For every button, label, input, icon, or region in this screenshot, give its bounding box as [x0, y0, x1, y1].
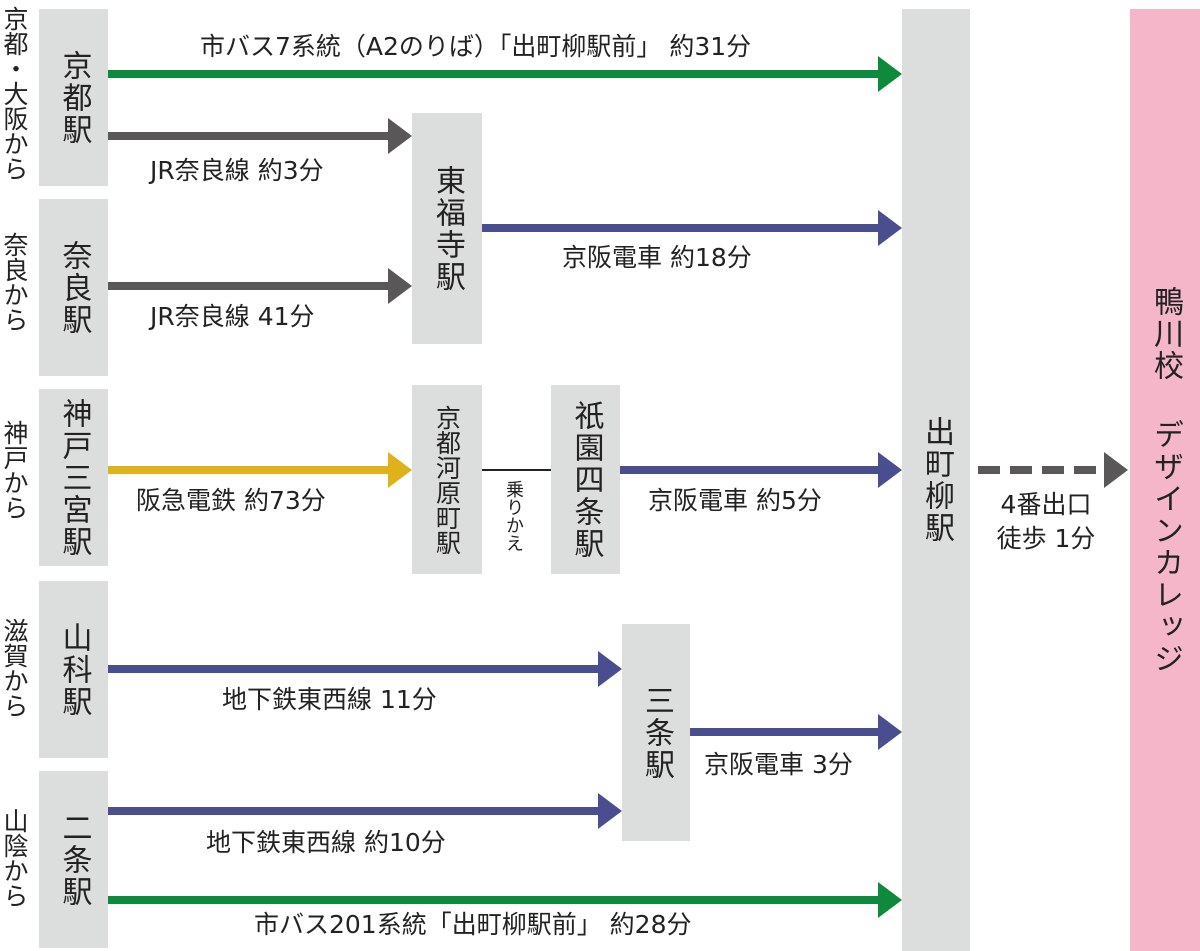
route-label-shiga-subway: 地下鉄東西線 11分	[222, 685, 437, 714]
walk-exit-label: 4番出口	[1000, 490, 1092, 519]
region-label-kobe: 神戸から	[0, 420, 29, 520]
region-label-nara: 奈良から	[0, 232, 29, 332]
route-label-kyoto-bus: 市バス7系統（A2のりば）「出町柳駅前」 約31分	[200, 32, 752, 61]
route-label-tofukuji-keihan: 京阪電車 約18分	[562, 243, 752, 272]
route-label-sanin-bus: 市バス201系統「出町柳駅前」 約28分	[254, 910, 692, 939]
station-sanjo: 三条駅	[622, 624, 690, 841]
arrow-sanin-subway	[108, 793, 622, 829]
station-kyoto-label: 京都駅	[56, 49, 92, 146]
route-label-sanin-subway: 地下鉄東西線 約10分	[206, 828, 446, 857]
station-gion-shijo-label: 祇園四条駅	[568, 399, 604, 560]
region-label-sanin: 山陰から	[0, 808, 29, 908]
transfer-label: 乗りかえ	[503, 480, 524, 552]
arrow-shiga-subway	[108, 651, 622, 687]
station-kyoto-kawaramachi: 京都河原町駅	[412, 385, 482, 574]
station-kobe-sannomiya: 神戸三宮駅	[39, 389, 108, 566]
station-yamashina: 山科駅	[39, 581, 108, 758]
arrow-kyoto-bus	[108, 56, 902, 92]
station-kyoto-kawaramachi-label: 京都河原町駅	[432, 404, 462, 555]
station-nijo-label: 二条駅	[56, 811, 92, 908]
arrow-kyoto-jr	[108, 118, 412, 154]
walk-info: 4番出口 徒歩 1分	[978, 488, 1114, 556]
region-label-shiga: 滋賀から	[0, 618, 29, 718]
station-nijo: 二条駅	[39, 771, 108, 948]
arrow-sanjo-keihan	[690, 714, 902, 750]
route-label-nara-jr: JR奈良線 41分	[150, 302, 315, 331]
station-nara: 奈良駅	[39, 199, 108, 376]
arrow-tofukuji-keihan	[482, 210, 902, 246]
route-label-gion-keihan: 京阪電車 約5分	[648, 486, 822, 515]
station-tofukuji: 東福寺駅	[412, 113, 482, 344]
arrow-sanin-bus	[108, 882, 902, 918]
arrow-kobe-hankyu	[108, 452, 412, 488]
destination-label: 鴨川校 デザインカレッジ	[1148, 285, 1183, 675]
station-kobe-sannomiya-label: 神戸三宮駅	[56, 397, 92, 558]
station-tofukuji-label: 東福寺駅	[430, 164, 465, 293]
station-nara-label: 奈良駅	[56, 239, 92, 336]
arrow-gion-keihan	[620, 452, 902, 488]
station-sanjo-label: 三条駅	[639, 684, 674, 781]
station-kyoto: 京都駅	[39, 9, 108, 186]
station-gion-shijo: 祇園四条駅	[551, 385, 620, 574]
station-demachiyanagi: 出町柳駅	[902, 9, 970, 951]
route-label-sanjo-keihan: 京阪電車 3分	[704, 750, 853, 779]
station-yamashina-label: 山科駅	[56, 621, 92, 718]
walk-time-label: 徒歩 1分	[996, 523, 1096, 553]
route-label-kobe-hankyu: 阪急電鉄 約73分	[136, 486, 326, 515]
arrow-walk-dashed	[978, 452, 1128, 488]
route-label-kyoto-jr: JR奈良線 約3分	[150, 156, 324, 185]
arrow-nara-jr	[108, 268, 412, 304]
region-label-kyoto: 京都・大阪から	[0, 6, 29, 181]
destination-design-college: 鴨川校 デザインカレッジ	[1130, 9, 1200, 951]
station-demachiyanagi-label: 出町柳駅	[919, 416, 954, 544]
